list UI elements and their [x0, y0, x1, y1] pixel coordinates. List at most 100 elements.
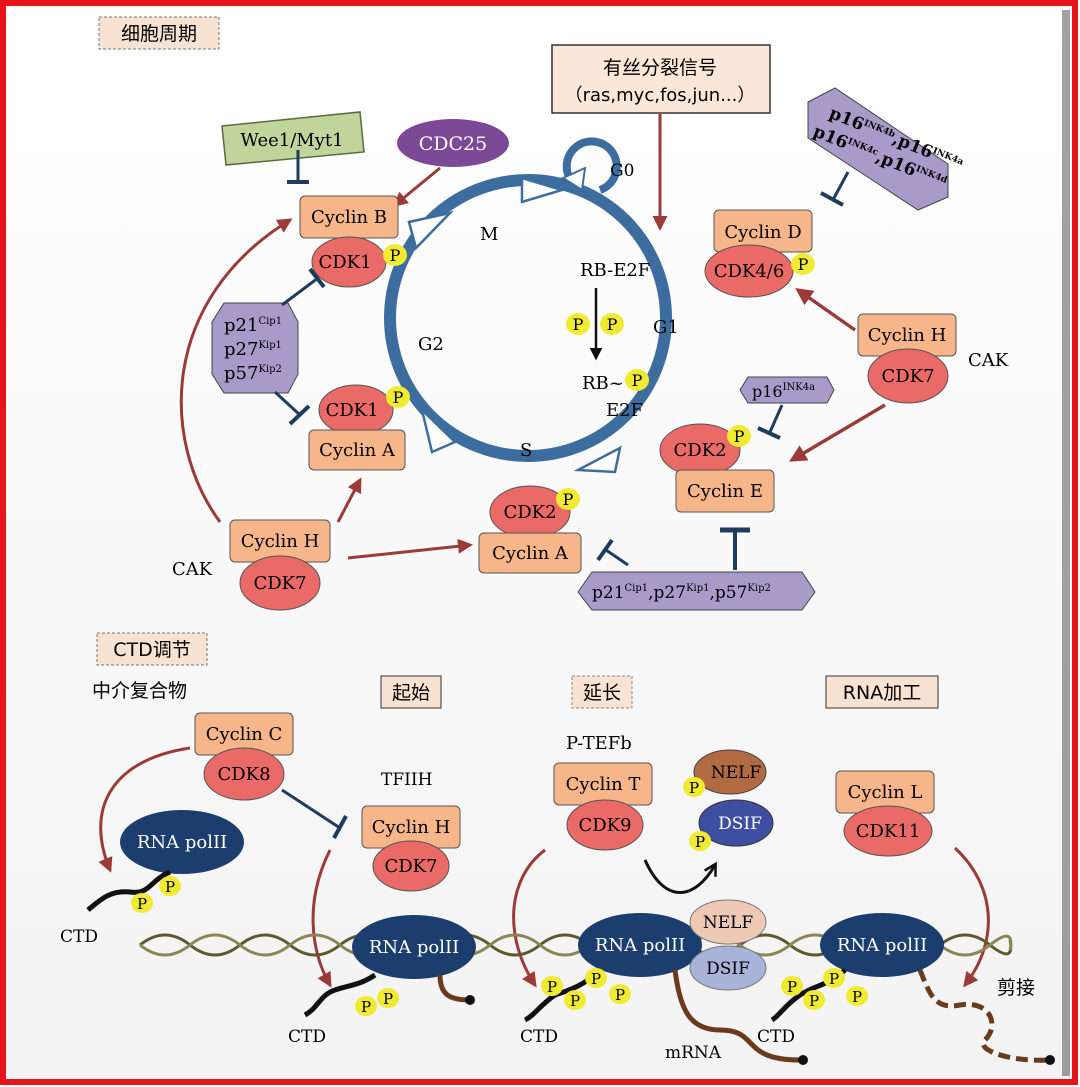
p21b-sup: Cip1 — [625, 583, 649, 594]
wee1-label: Wee1/Myt1 — [240, 130, 343, 151]
rna-polii-elongation: RNA polII NELF DSIF P P P P CTD mRNA — [520, 899, 808, 1065]
cdk2-right-phos: P — [734, 427, 745, 446]
cdk1-mid-phos: P — [393, 388, 404, 407]
cyclin-t-label: Cyclin T — [566, 774, 641, 795]
p21-inhibit-cdk1 — [308, 267, 326, 289]
pol-init-label: RNA polII — [369, 937, 459, 958]
cyclin-a-bottom-label: Cyclin A — [492, 543, 569, 564]
p57-sup: Kip2 — [258, 364, 281, 375]
cdk46-phos: P — [798, 255, 809, 274]
splice-label: 剪接 — [997, 977, 1035, 999]
pol-elong-phos3: P — [570, 992, 580, 1010]
rb-phos-3-label: P — [632, 371, 643, 390]
nelf-top-phos: P — [689, 779, 699, 797]
ptefb-to-pol-arrow — [512, 848, 546, 988]
p16-inhibit-cdk2 — [757, 426, 781, 440]
nelf-top-label: NELF — [711, 763, 762, 783]
svg-text:p21Cip1,p27Kip1,p57Kip2: p21Cip1,p27Kip1,p57Kip2 — [592, 583, 771, 603]
pol-proc-phos1: P — [787, 978, 797, 996]
cak-to-cdk2e-arrow — [788, 403, 886, 462]
cyclin-d-label: Cyclin D — [724, 222, 801, 243]
p21-bottom-inhibitor: p21Cip1,p27Kip1,p57Kip2 — [577, 571, 816, 611]
rna-polii-initiation: RNA polII P P CTD — [288, 915, 476, 1047]
phase-s: S — [520, 440, 532, 461]
cyclin-h-left-label: Cyclin H — [241, 531, 320, 552]
nelf-dsif-released: NELF P DSIF P — [683, 749, 774, 851]
rb-phos-2 — [600, 313, 624, 335]
stage-elongation: 延长 — [571, 675, 633, 709]
cdk7-left-label: CDK7 — [253, 573, 306, 594]
cak-to-cdk2a-arrow — [347, 538, 473, 560]
free-pol-phos1: P — [165, 878, 175, 896]
cyclind-cdk46-complex: Cyclin D CDK4/6 P — [704, 209, 815, 298]
cdk11-label: CDK11 — [856, 821, 921, 842]
pol-elong-phos2: P — [591, 970, 601, 988]
pol-elong-phos4: P — [615, 986, 625, 1004]
rb-phospho-label: RB~ — [582, 373, 624, 394]
pol-init-phos2: P — [383, 990, 393, 1008]
stage-initiation: 起始 — [380, 675, 442, 709]
cdk1-mid-label: CDK1 — [325, 400, 378, 421]
free-pol-ctd: CTD — [60, 927, 98, 947]
pol-elong-ctd: CTD — [520, 1027, 558, 1047]
release-arrow — [643, 859, 715, 894]
rb-phos-2-label: P — [607, 315, 618, 334]
g0-loop — [562, 137, 621, 194]
cdk1-top-phos: P — [390, 246, 401, 265]
cak-left-label: CAK — [172, 559, 213, 580]
cak-right-label: CAK — [968, 350, 1009, 371]
pol-elong-phos1: P — [547, 978, 557, 996]
section-ctd: CTD调节 — [96, 632, 208, 666]
ring-arrowhead-g1 — [573, 445, 622, 474]
mrna-label: mRNA — [665, 1043, 722, 1063]
p21-left-inhibitor: p21Cip1 p27Kip1 p57Kip2 — [211, 302, 299, 394]
cdk9-label: CDK9 — [578, 815, 631, 836]
mitogenic-signal-box: 有丝分裂信号 （ras,myc,fos,jun...） — [551, 44, 771, 114]
initiation-label: 起始 — [392, 682, 430, 704]
section-ctd-label: CTD调节 — [113, 639, 191, 661]
pol-init-ctd: CTD — [288, 1027, 326, 1047]
p27b-sup: Kip1 — [686, 583, 709, 594]
p21-inhibit-cdk1a — [288, 404, 311, 426]
cdk2-cycline-complex: CDK2 P Cyclin E — [659, 423, 775, 513]
signal-line2: （ras,myc,fos,jun...） — [565, 85, 756, 106]
p21-sup: Cip1 — [258, 316, 282, 327]
cdk1-cyclina-complex: CDK1 P Cyclin A — [308, 384, 410, 471]
rb-phos-1-label: P — [573, 315, 584, 334]
pol-elong-label: RNA polII — [595, 935, 685, 956]
pol-init-phos1: P — [361, 998, 371, 1016]
ptefb-complex: Cyclin T CDK9 — [553, 762, 653, 851]
cdk2-bottom-label: CDK2 — [503, 502, 556, 523]
pol-proc-phos2: P — [829, 970, 839, 988]
cyclinc-cdk8-complex: Cyclin C CDK8 — [194, 712, 294, 801]
cdk7-right-label: CDK7 — [881, 366, 934, 387]
mediator-label: 中介复合物 — [92, 680, 187, 702]
ink4a-small-sup: INK4a — [783, 382, 816, 393]
p27-sup: Kip1 — [258, 340, 281, 351]
cdk2-cyclina-complex: CDK2 P Cyclin A — [478, 485, 582, 574]
pol-proc-phos4: P — [852, 988, 862, 1006]
phase-g1: G1 — [653, 317, 679, 338]
pol-proc-ctd: CTD — [757, 1027, 795, 1047]
pol-proc-label: RNA polII — [837, 935, 927, 956]
section-cell-cycle-label: 细胞周期 — [121, 23, 197, 45]
cdk2-bottom-phos: P — [563, 490, 574, 509]
ptefb-label: P-TEFb — [566, 733, 632, 754]
p16ink4a-inhibitor: p16INK4a — [739, 376, 835, 404]
cyclin-c-label: Cyclin C — [206, 724, 283, 745]
cyclin-l-label: Cyclin L — [848, 782, 923, 803]
rna-processing-label: RNA加工 — [843, 682, 921, 704]
cdk8-to-pol-arrow — [98, 746, 191, 873]
rna-polii-processing: RNA polII P P P P CTD 剪接 — [757, 913, 1055, 1065]
cdk2-right-label: CDK2 — [673, 440, 726, 461]
stage-rna-processing: RNA加工 — [825, 675, 939, 709]
elongation-label: 延长 — [583, 682, 621, 704]
cyclin-h-tfiih-label: Cyclin H — [372, 817, 451, 838]
g0-arrowhead — [560, 166, 587, 192]
cdk7-tfiih-label: CDK7 — [384, 856, 437, 877]
label-e2f: E2F — [606, 400, 643, 421]
rb-phos-3 — [625, 369, 649, 391]
cdk1-top-label: CDK1 — [318, 252, 371, 273]
cak-right: Cyclin H CDK7 CAK — [857, 313, 1009, 404]
